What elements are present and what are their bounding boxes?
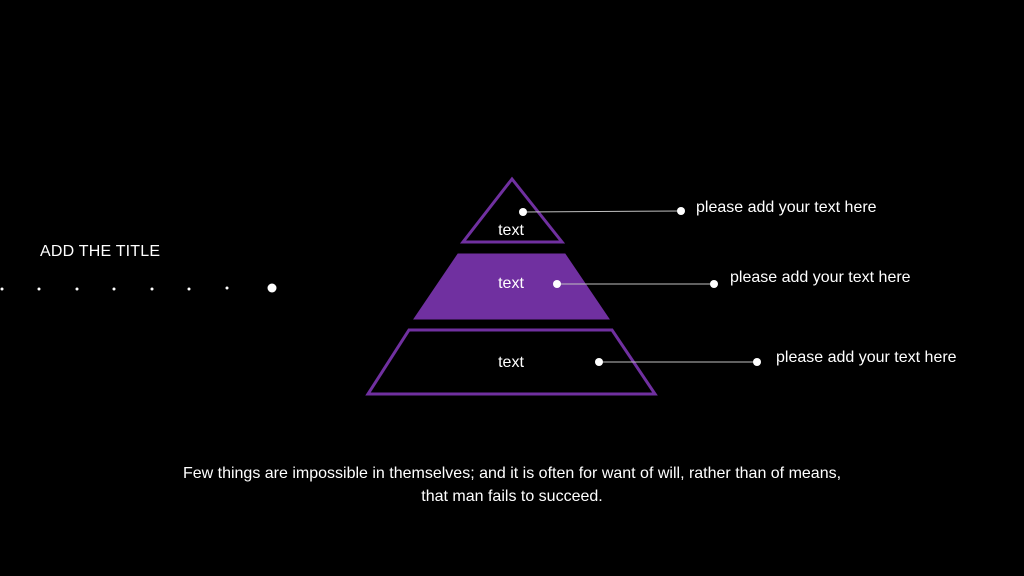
tier-label-top: text: [498, 222, 524, 239]
slide-title: ADD THE TITLE: [40, 243, 161, 260]
dot-trail: [0, 283, 277, 293]
callout-text-1: please add your text here: [696, 199, 877, 216]
pyramid-tier-middle: [413, 253, 610, 320]
quote-line-1: Few things are impossible in themselves;…: [182, 465, 842, 482]
callout-text-3: please add your text here: [776, 349, 957, 366]
trail-dot-large: [267, 283, 277, 293]
connector-dot: [595, 358, 603, 366]
connector-dot: [710, 280, 718, 288]
trail-dot: [187, 287, 191, 291]
connector-line-1: [522, 210, 682, 213]
pyramid-tier-bottom: [365, 328, 658, 396]
pyramid-tier-top: [459, 176, 566, 244]
quote-line-2: that man fails to succeed.: [421, 488, 603, 505]
trail-dot: [225, 286, 229, 290]
callout-text-2: please add your text here: [730, 269, 911, 286]
connector-dot: [677, 207, 685, 215]
trail-dot: [112, 287, 116, 291]
quote-text: Few things are impossible in themselves;…: [112, 462, 912, 508]
trail-dot: [150, 287, 154, 291]
trail-dot: [37, 287, 41, 291]
trail-dot: [75, 287, 79, 291]
trail-dot: [0, 287, 4, 291]
connector-dot: [553, 280, 561, 288]
connector-dot: [519, 208, 527, 216]
tier-label-bottom: text: [498, 354, 524, 371]
connector-dot: [753, 358, 761, 366]
tier-label-middle: text: [498, 275, 524, 292]
